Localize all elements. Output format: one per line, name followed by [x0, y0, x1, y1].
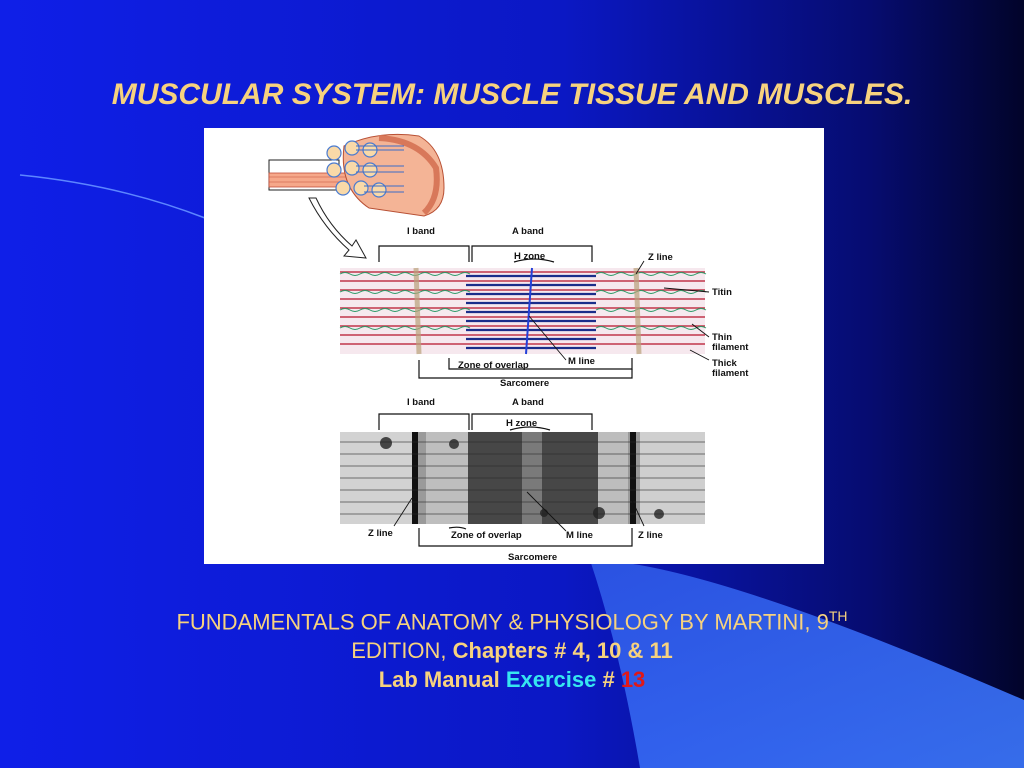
top-zone-overlap-label: Zone of overlap: [458, 360, 529, 371]
electron-micrograph: [340, 432, 705, 524]
top-sarcomere-label: Sarcomere: [500, 378, 549, 389]
footer-lab-manual: Lab Manual: [378, 667, 506, 693]
footer-line-3: Lab Manual Exercise # 13: [0, 665, 1024, 694]
myofibril-schematic: [339, 267, 707, 355]
footer-exercise: Exercise: [505, 667, 597, 693]
footer-edition-superscript: TH: [828, 608, 848, 624]
thin-filament-label-2: filament: [712, 342, 749, 353]
muscle-fiber-illustration: [268, 133, 445, 217]
bottom-z-line-right-label: Z line: [638, 530, 663, 541]
footer-hash: #: [596, 667, 621, 693]
footer-exercise-number: 13: [620, 667, 646, 693]
top-m-line-label: M line: [568, 356, 595, 367]
slide-title: MUSCULAR SYSTEM: MUSCLE TISSUE AND MUSCL…: [111, 78, 913, 111]
titin-label: Titin: [712, 287, 732, 298]
sarcomere-diagram: I band A band H zone: [268, 133, 749, 563]
top-z-line-label: Z line: [648, 252, 673, 263]
footer-line-1: FUNDAMENTALS OF ANATOMY & PHYSIOLOGY BY …: [0, 602, 1024, 636]
top-i-band-label: I band: [407, 226, 435, 237]
bottom-m-line-label: M line: [566, 530, 593, 541]
bottom-i-band-label: I band: [407, 397, 435, 408]
sarcomere-figure: I band A band H zone: [204, 128, 824, 564]
footer-edition-text: EDITION,: [351, 638, 453, 664]
bottom-zone-overlap-label: Zone of overlap: [451, 530, 522, 541]
footer-line-2: EDITION, Chapters # 4, 10 & 11: [0, 636, 1024, 665]
bottom-h-zone-label: H zone: [506, 418, 537, 429]
bottom-a-band-label: A band: [512, 397, 544, 408]
footer-book-title: FUNDAMENTALS OF ANATOMY & PHYSIOLOGY BY …: [176, 609, 829, 635]
thick-filament-label-2: filament: [712, 368, 749, 379]
slide-footer: FUNDAMENTALS OF ANATOMY & PHYSIOLOGY BY …: [0, 602, 1024, 694]
top-h-zone-label: H zone: [514, 251, 545, 262]
zoom-arrow-icon: [308, 197, 367, 259]
thick-filament-label-1: Thick: [712, 358, 738, 369]
footer-chapters: Chapters # 4, 10 & 11: [452, 638, 673, 664]
bottom-z-line-left-label: Z line: [368, 528, 393, 539]
top-a-band-label: A band: [512, 226, 544, 237]
thin-filament-label-1: Thin: [712, 332, 732, 343]
bottom-sarcomere-label: Sarcomere: [508, 552, 557, 563]
